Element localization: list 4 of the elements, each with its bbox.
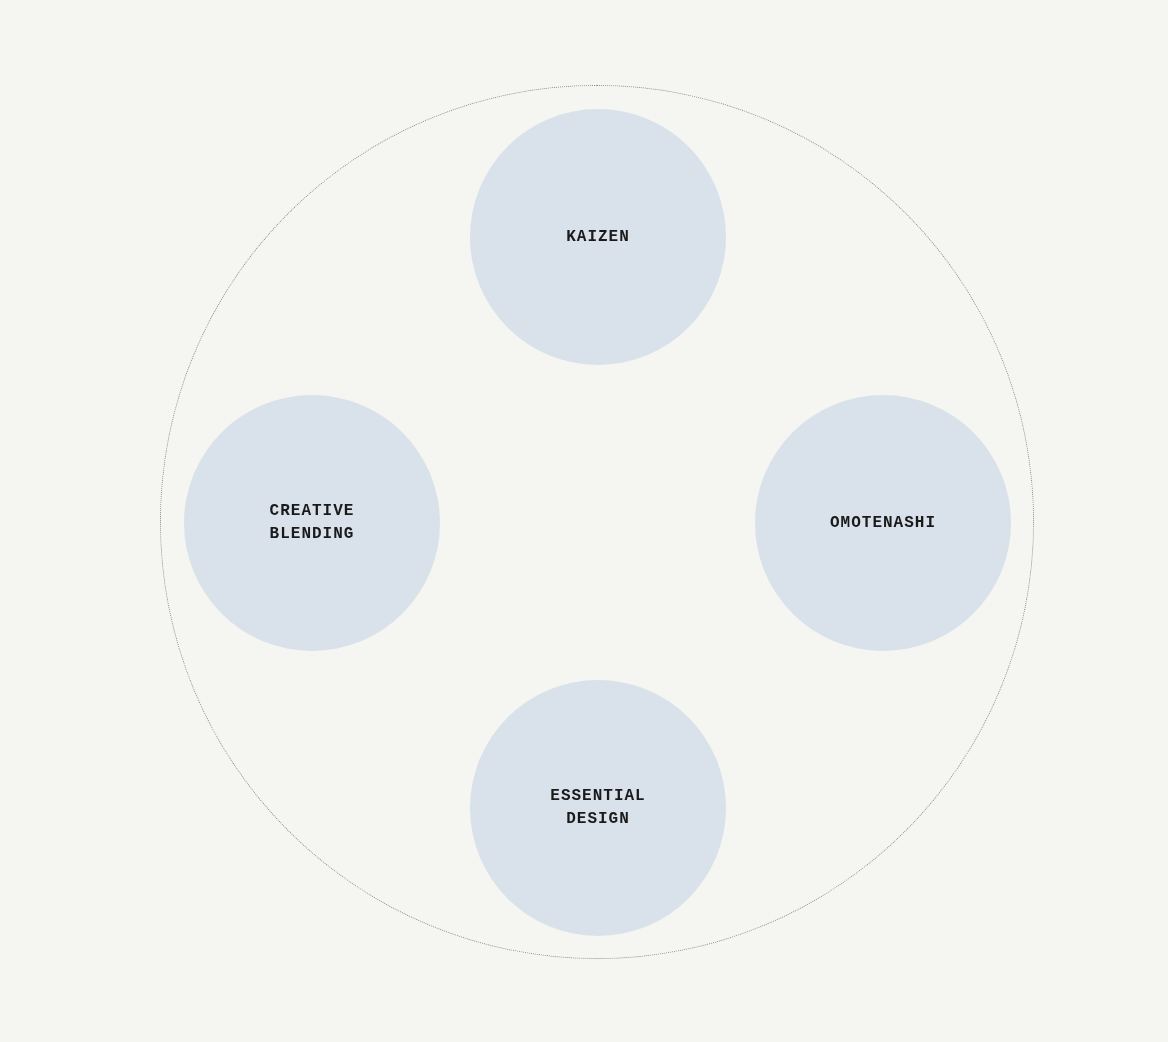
circle-label: CREATIVE BLENDING bbox=[268, 501, 356, 545]
circle-label: KAIZEN bbox=[566, 226, 630, 248]
circle-label: OMOTENASHI bbox=[830, 512, 936, 534]
circle-label: ESSENTIAL DESIGN bbox=[549, 786, 647, 830]
